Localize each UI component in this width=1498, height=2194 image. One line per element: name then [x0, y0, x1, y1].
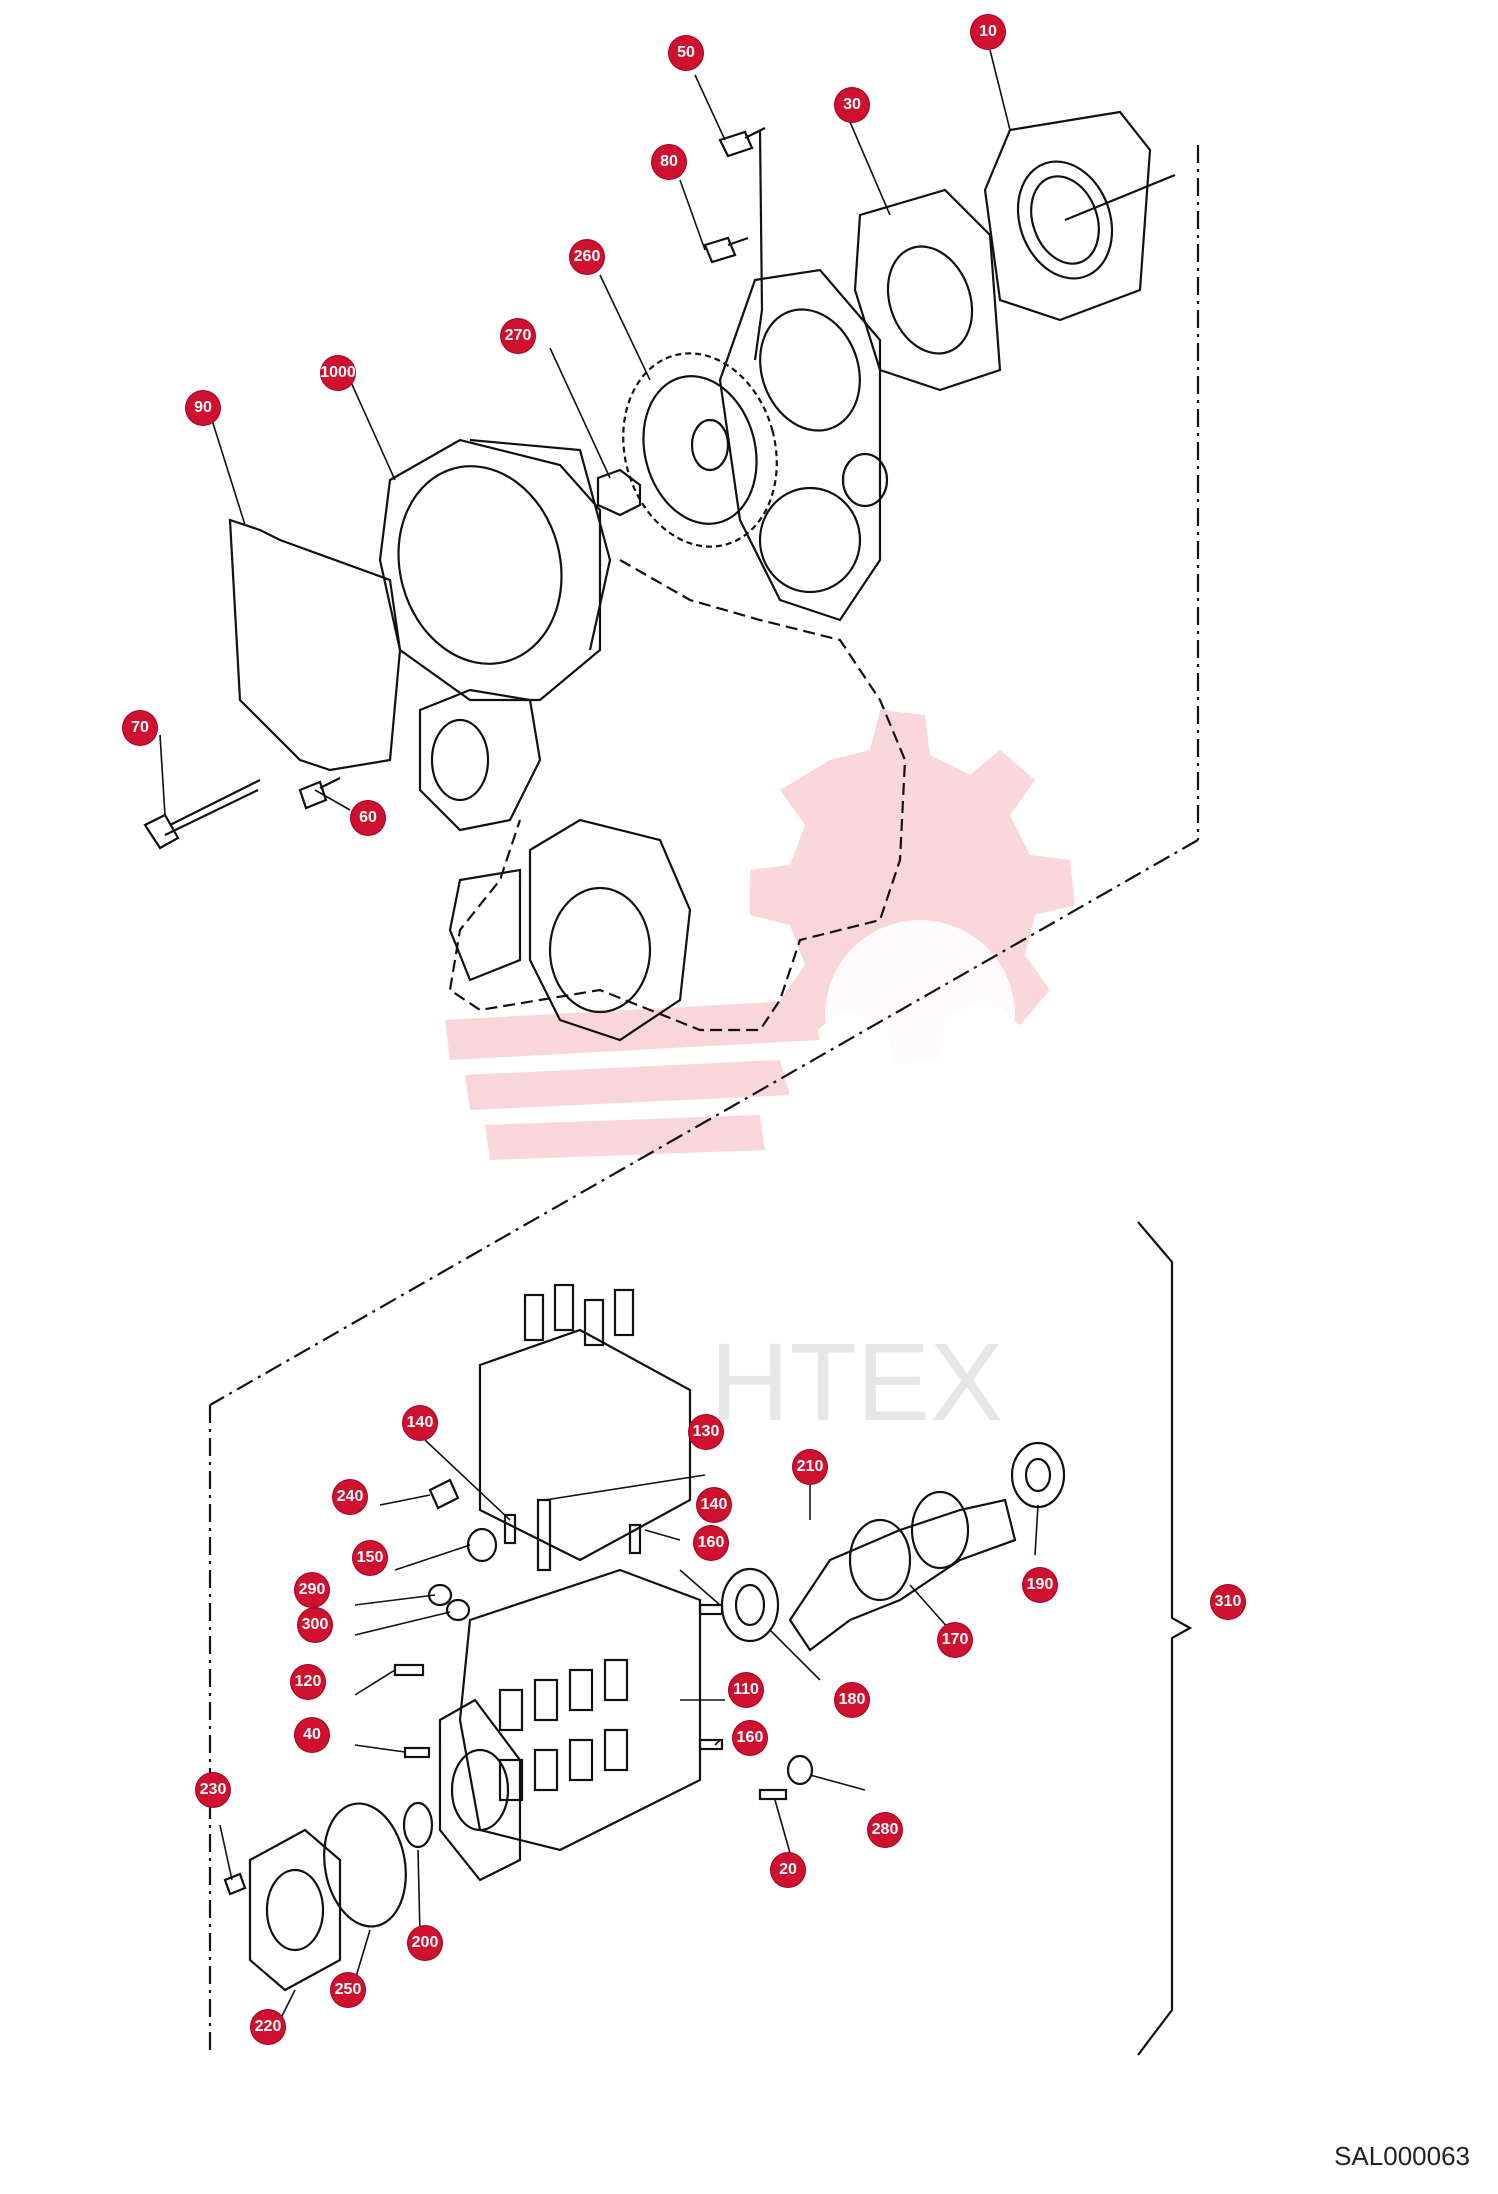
- watermark-logo: [445, 710, 1075, 1160]
- part-190-ring: [1010, 1441, 1066, 1509]
- pump-top-block: [478, 1328, 692, 1562]
- part-140-pin-a: [503, 1513, 517, 1545]
- callout-210[interactable]: 210: [793, 1450, 827, 1484]
- callout-30[interactable]: 30: [835, 88, 869, 122]
- callout-20[interactable]: 20: [771, 1853, 805, 1887]
- callout-140[interactable]: 140: [403, 1406, 437, 1440]
- callout-10[interactable]: 10: [971, 15, 1005, 49]
- callout-300[interactable]: 300: [298, 1608, 332, 1642]
- callout-120[interactable]: 120: [291, 1665, 325, 1699]
- part-220-flange: [248, 1828, 342, 1992]
- callout-1000[interactable]: 1000: [320, 356, 356, 390]
- part-70-bolt: [143, 779, 261, 850]
- pump-body: [458, 1568, 702, 1852]
- callout-200[interactable]: 200: [408, 1926, 442, 1960]
- part-150-plug: [466, 1527, 498, 1563]
- callout-140[interactable]: 140: [697, 1488, 731, 1522]
- part-20-pin: [758, 1788, 788, 1801]
- callout-310[interactable]: 310: [1211, 1585, 1245, 1619]
- callout-180[interactable]: 180: [835, 1683, 869, 1717]
- part-280-nut: [786, 1754, 814, 1786]
- callout-110[interactable]: 110: [729, 1673, 763, 1707]
- callout-60[interactable]: 60: [351, 801, 385, 835]
- callout-70[interactable]: 70: [123, 711, 157, 745]
- part-60-bolt: [298, 777, 341, 810]
- assembly-bracket: [1137, 1221, 1193, 2056]
- callout-80[interactable]: 80: [652, 145, 686, 179]
- part-40-pin: [403, 1746, 431, 1759]
- part-240-bolt: [428, 1478, 460, 1510]
- dashdot-line-diag: [209, 839, 1199, 1406]
- callout-220[interactable]: 220: [251, 2010, 285, 2044]
- leader-lines: [159, 49, 1039, 2021]
- part-300-washer: [445, 1598, 471, 1622]
- part-260-housing: [718, 268, 882, 622]
- callout-50[interactable]: 50: [669, 36, 703, 70]
- engine-block: [448, 559, 907, 1032]
- callout-280[interactable]: 280: [868, 1813, 902, 1847]
- part-30-gasket: [853, 188, 1002, 392]
- part-270-nut: [596, 468, 642, 517]
- callout-290[interactable]: 290: [295, 1573, 329, 1607]
- callout-170[interactable]: 170: [938, 1623, 972, 1657]
- callout-240[interactable]: 240: [333, 1480, 367, 1514]
- callout-160[interactable]: 160: [733, 1721, 767, 1755]
- part-160-pin-a: [698, 1603, 724, 1616]
- callout-150[interactable]: 150: [353, 1541, 387, 1575]
- part-120-pin: [393, 1663, 425, 1677]
- part-260-gear: [622, 352, 778, 548]
- callout-130[interactable]: 130: [689, 1415, 723, 1449]
- part-170-camshaft: [788, 1498, 1017, 1652]
- part-50-bolt: [718, 127, 766, 158]
- part-180-bearing: [720, 1567, 780, 1643]
- diagram-code: SAL000063: [1334, 2141, 1470, 2171]
- callout-40[interactable]: 40: [295, 1718, 329, 1752]
- part-80-bolt: [703, 236, 749, 264]
- callout-270[interactable]: 270: [501, 319, 535, 353]
- part-130-stud: [536, 1498, 552, 1572]
- callout-250[interactable]: 250: [331, 1973, 365, 2007]
- callout-230[interactable]: 230: [196, 1773, 230, 1807]
- part-140-pin-b: [628, 1523, 642, 1555]
- pump-body-windows: [498, 1658, 629, 1802]
- callout-190[interactable]: 190: [1023, 1568, 1057, 1602]
- part-250-oring: [323, 1802, 407, 1928]
- part-230-screw: [223, 1872, 247, 1896]
- part-90-gasket: [228, 518, 402, 772]
- callout-160[interactable]: 160: [694, 1526, 728, 1560]
- part-160-pin-b: [698, 1738, 724, 1751]
- pump-delivery-valves: [523, 1283, 635, 1347]
- part-200-washer: [402, 1801, 434, 1849]
- part-10-plate: [983, 110, 1152, 322]
- callout-90[interactable]: 90: [186, 391, 220, 425]
- watermark-text: HTEX: [710, 1321, 1003, 1444]
- callout-260[interactable]: 260: [570, 240, 604, 274]
- part-1000-housing: [378, 438, 602, 702]
